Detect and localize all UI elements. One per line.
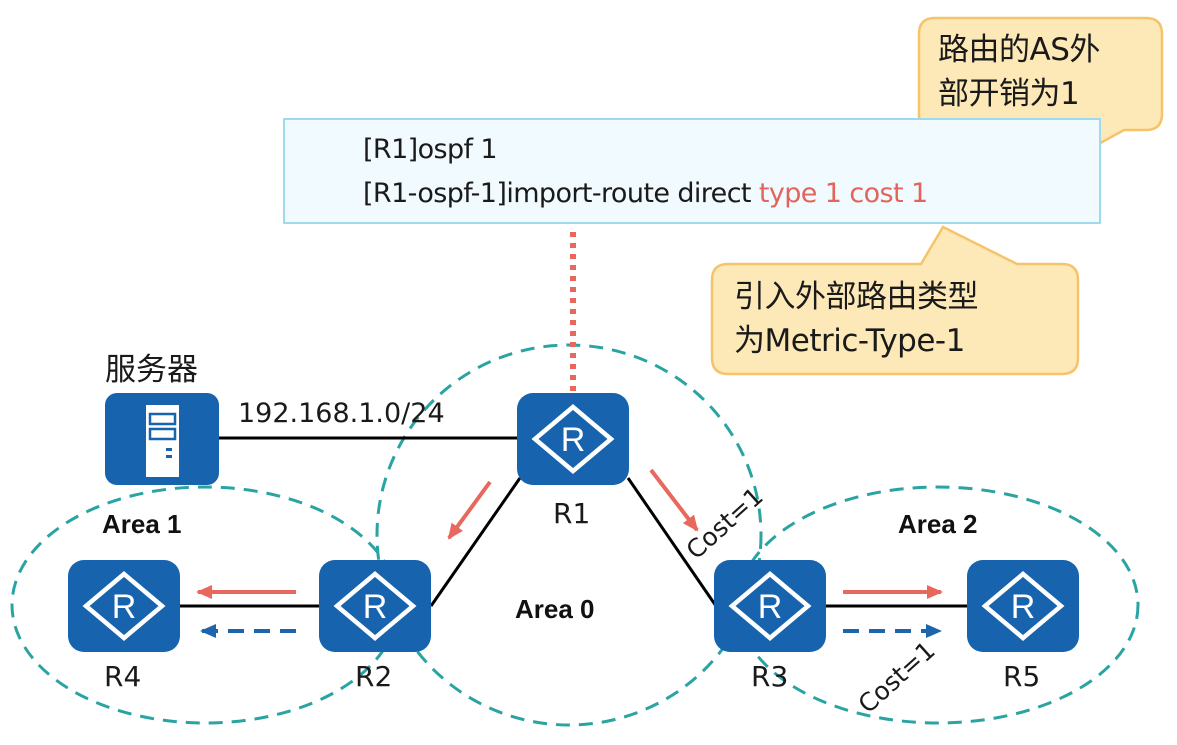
callout-metric-type-bubble (710, 225, 1080, 376)
area-0-boundary (375, 343, 763, 727)
router-r5-icon[interactable] (967, 560, 1079, 652)
area-0-label: Area 0 (515, 594, 595, 624)
callout-metric-type-line1: 引入外部路由类型 (734, 279, 979, 315)
router-r1-label: R1 (553, 497, 591, 530)
lsa-arrow-r1-to-r2 (447, 480, 492, 540)
callout-as-external-cost-text: 路由的AS外 部开销为1 (938, 28, 1100, 116)
router-r5-label: R5 (1003, 660, 1041, 693)
router-r2-label: R2 (355, 660, 393, 693)
router-r3-label: R3 (751, 660, 789, 693)
callout-as-external-cost-line2: 部开销为1 (938, 76, 1080, 112)
lsa-arrow-r1-to-r3 (649, 468, 699, 532)
server-label: 服务器 (105, 352, 198, 388)
callout-metric-type-line2: 为Metric-Type-1 (734, 323, 965, 359)
command-import-route-prefix: [R1-ospf-1]import-route direct (363, 178, 759, 209)
server-icon[interactable] (105, 393, 219, 485)
ospf-config-command-box: [R1]ospf 1 [R1-ospf-1]import-route direc… (283, 118, 1101, 224)
router-r3-icon[interactable] (714, 560, 826, 652)
link-r1-r2 (429, 477, 522, 607)
command-type-cost-highlight: type 1 cost 1 (758, 178, 928, 209)
router-r2-icon[interactable] (319, 560, 431, 652)
command-line-import-route: [R1-ospf-1]import-route direct type 1 co… (363, 178, 928, 209)
network-prefix-label: 192.168.1.0/24 (238, 398, 445, 429)
callout-metric-type-text: 引入外部路由类型 为Metric-Type-1 (734, 275, 979, 363)
router-r4-label: R4 (104, 660, 142, 693)
callout-as-external-cost-line1: 路由的AS外 (938, 32, 1100, 68)
area-1-label: Area 1 (102, 509, 182, 539)
router-r1-icon[interactable] (517, 393, 629, 485)
command-line-ospf: [R1]ospf 1 (363, 134, 498, 165)
router-r4-icon[interactable] (68, 560, 180, 652)
area-2-label: Area 2 (898, 509, 978, 539)
link-r1-r3 (626, 477, 718, 607)
